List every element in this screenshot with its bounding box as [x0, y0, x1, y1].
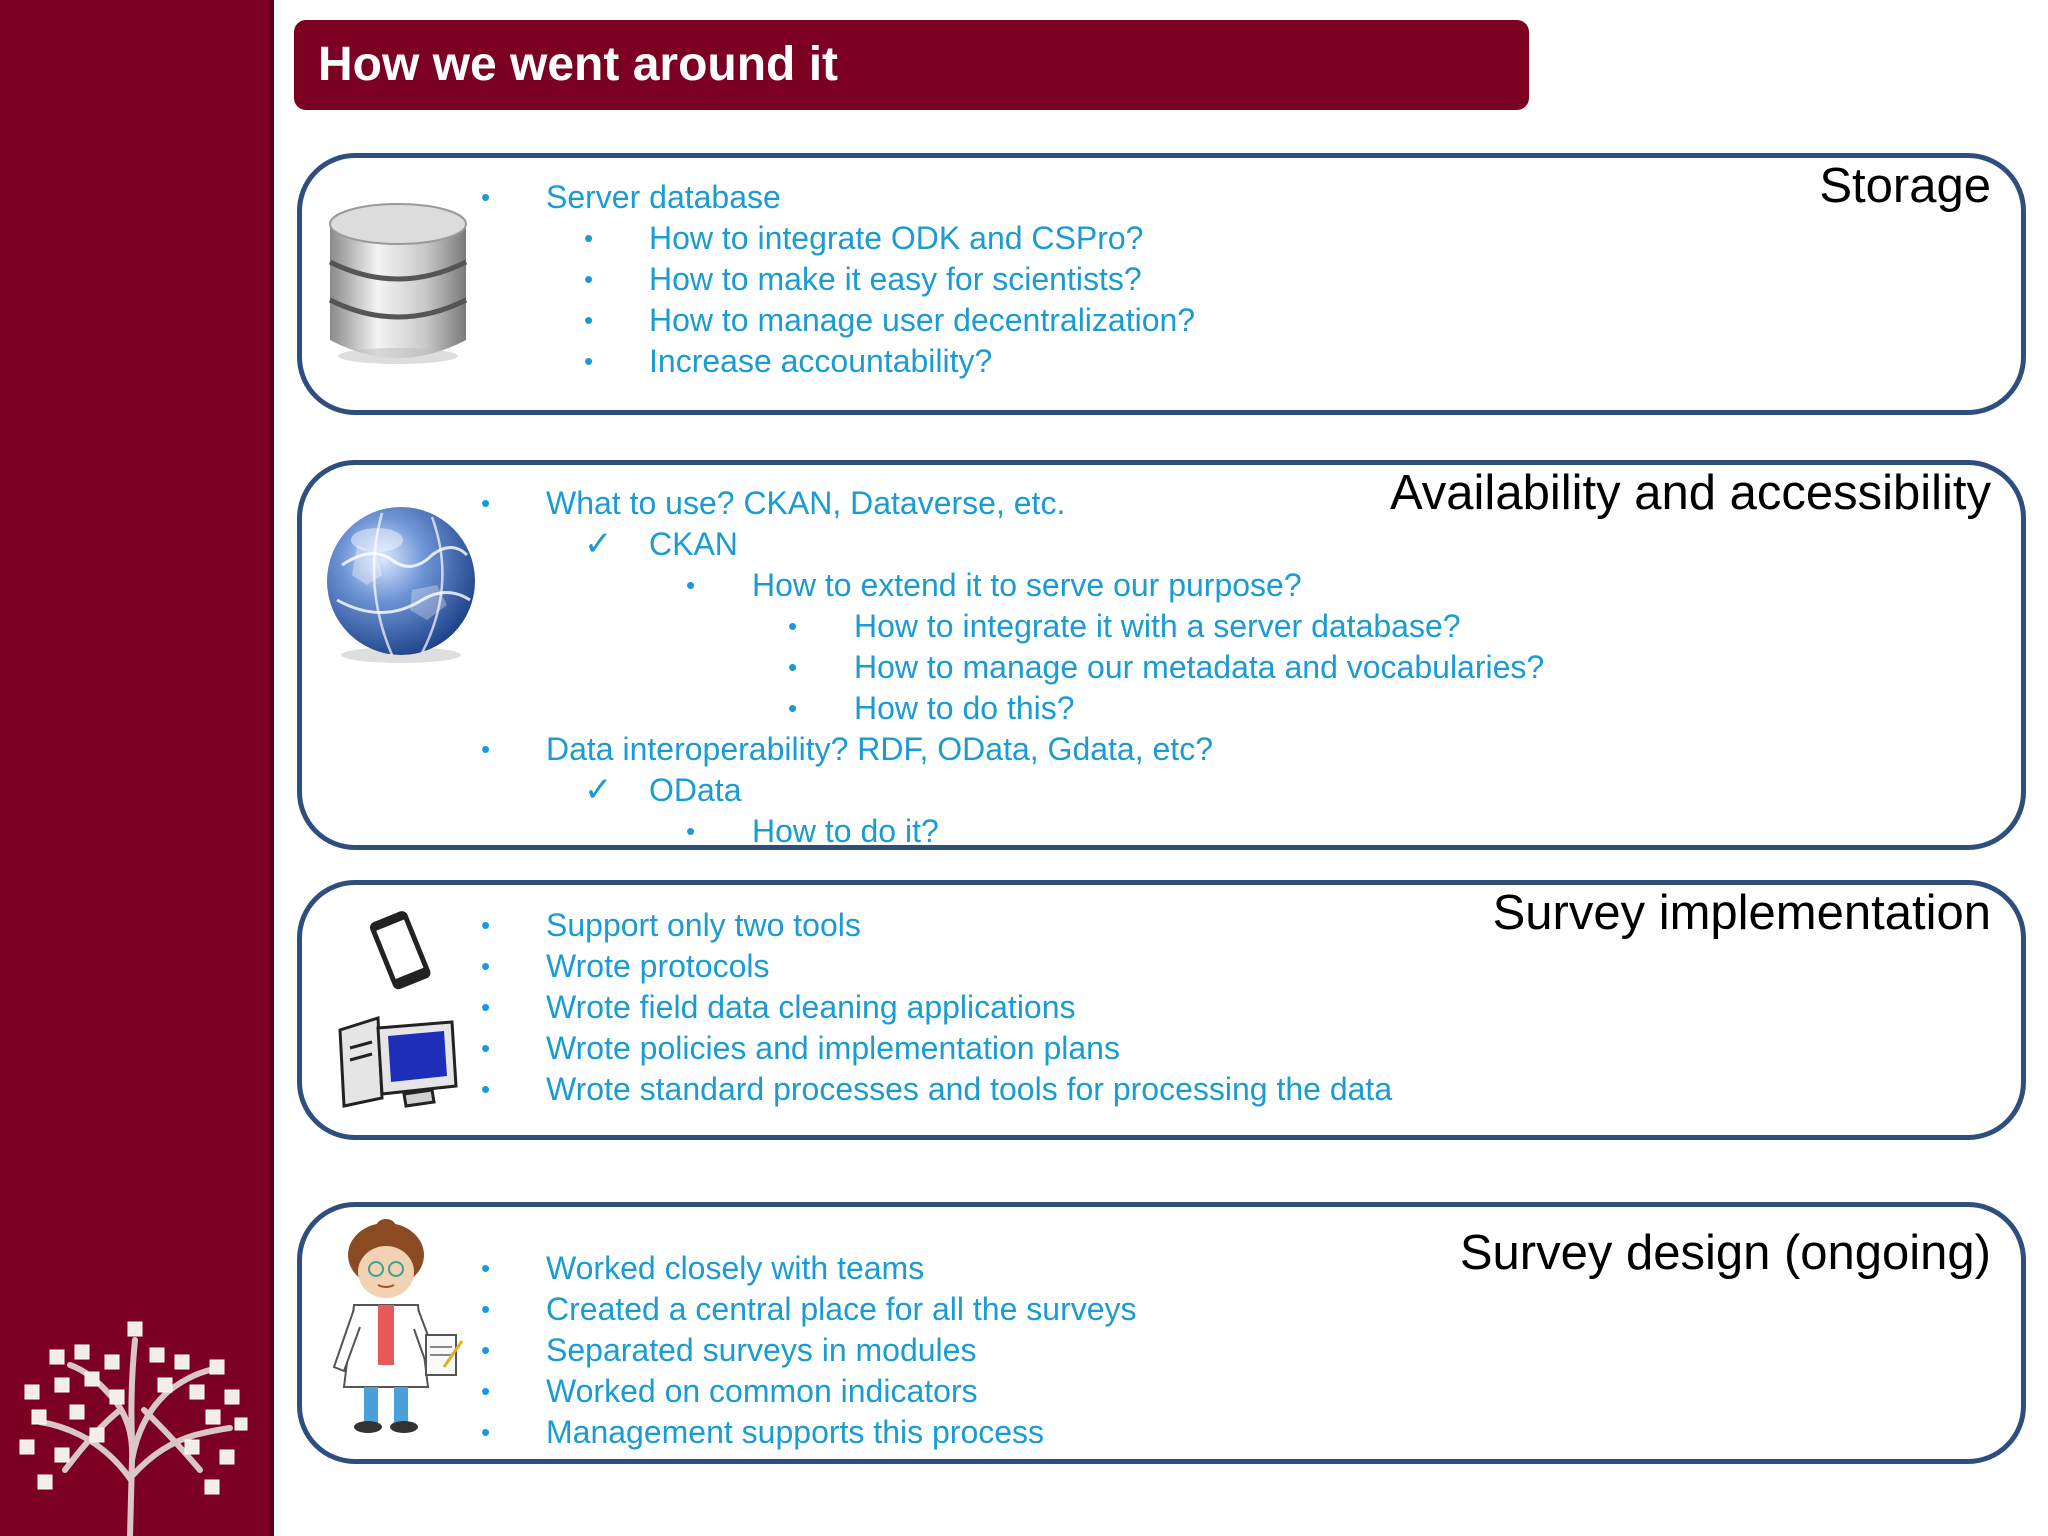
item-text: Created a central place for all the surv…	[546, 1291, 1137, 1327]
check-icon: ✓	[584, 525, 613, 563]
globe-icon	[327, 507, 475, 663]
sidebar-edge	[270, 0, 274, 1536]
item-text: How to do this?	[854, 690, 1075, 726]
item-text: OData	[649, 772, 742, 808]
item-text: Wrote standard processes and tools for p…	[546, 1071, 1393, 1107]
section-heading: Availability and accessibility	[1390, 466, 1991, 520]
section-availability: Availability and accessibility • What to …	[297, 460, 2026, 850]
bullet-icon: •	[481, 1033, 491, 1063]
item-text: Worked closely with teams	[546, 1250, 925, 1286]
item-text: How to integrate ODK and CSPro?	[649, 220, 1144, 256]
bullet-icon: •	[481, 992, 491, 1022]
bullet-icon: •	[584, 346, 594, 376]
title-bar: How we went around it	[294, 20, 1529, 110]
bullet-icon: •	[481, 1253, 491, 1283]
sidebar	[0, 0, 274, 1536]
section-heading: Storage	[1819, 159, 1991, 213]
check-icon: ✓	[584, 771, 613, 809]
item-text: How to make it easy for scientists?	[649, 261, 1142, 297]
item-text: Separated surveys in modules	[546, 1332, 977, 1368]
bullet-icon: •	[788, 693, 798, 723]
item-text: Wrote protocols	[546, 948, 770, 984]
item-text: How to manage user decentralization?	[649, 302, 1196, 338]
bullet-icon: •	[481, 488, 491, 518]
bullet-icon: •	[584, 223, 594, 253]
item-text: Support only two tools	[546, 907, 861, 943]
bullet-icon: •	[686, 816, 696, 846]
bullet-icon: •	[481, 1417, 491, 1447]
bullet-icon: •	[584, 264, 594, 294]
section-heading: Survey implementation	[1492, 886, 1991, 940]
bullet-icon: •	[481, 1376, 491, 1406]
bullet-icon: •	[788, 652, 798, 682]
bullet-icon: •	[481, 1294, 491, 1324]
item-text: How to extend it to serve our purpose?	[752, 567, 1302, 603]
item-text: Management supports this process	[546, 1414, 1045, 1450]
database-icon	[328, 203, 468, 364]
bullet-icon: •	[481, 182, 491, 212]
section-storage: Storage • Server database • How to integra…	[297, 153, 2026, 415]
item-text: Wrote field data cleaning applications	[546, 989, 1076, 1025]
bullet-icon: •	[686, 570, 696, 600]
item-text: How to integrate it with a server databa…	[854, 608, 1461, 644]
slide-title: How we went around it	[318, 38, 839, 91]
section-survey-implementation: Survey implementation • Support only two …	[297, 880, 2026, 1140]
item-text: Data interoperability? RDF, OData, Gdata…	[546, 731, 1213, 767]
section-survey-design: Survey design (ongoing)	[297, 1202, 2026, 1464]
item-text: Server database	[546, 179, 781, 215]
item-text: What to use? CKAN, Dataverse, etc.	[546, 485, 1066, 521]
bullet-icon: •	[481, 1335, 491, 1365]
scientist-icon	[332, 1219, 464, 1433]
bullet-icon: •	[584, 305, 594, 335]
item-text: How to manage our metadata and vocabular…	[854, 649, 1545, 685]
bullet-icon: •	[481, 1074, 491, 1104]
item-text: Increase accountability?	[649, 343, 993, 379]
bullet-icon: •	[481, 910, 491, 940]
bullet-icon: •	[788, 611, 798, 641]
section-heading: Survey design (ongoing)	[1459, 1226, 1991, 1280]
devices-icon	[338, 911, 458, 1108]
item-text: CKAN	[649, 526, 738, 562]
tree-logo-icon	[19, 1321, 248, 1536]
item-text: Wrote policies and implementation plans	[546, 1030, 1120, 1066]
item-text: How to do it?	[752, 813, 939, 849]
item-text: Worked on common indicators	[546, 1373, 978, 1409]
bullet-icon: •	[481, 951, 491, 981]
bullet-icon: •	[481, 734, 491, 764]
